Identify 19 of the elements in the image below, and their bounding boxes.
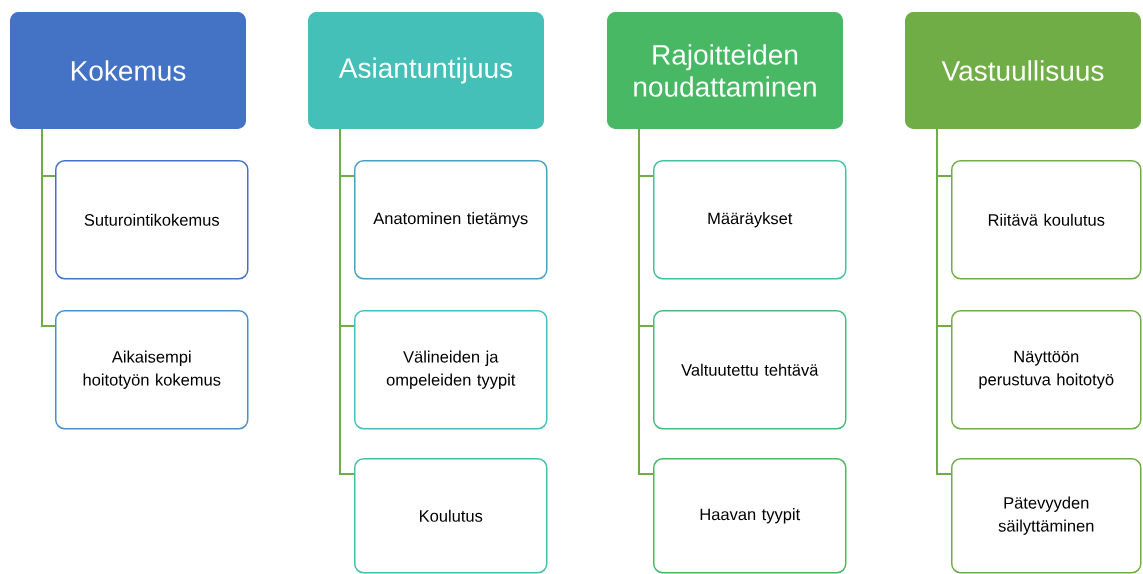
connector-line [339,128,355,475]
item-box: Aikaisempi hoitotyön kokemus [55,310,249,430]
header-box: Rajoitteiden noudattaminen [607,12,843,129]
item-box: Näyttöön perustuva hoitotyö [951,310,1142,430]
item-box: Määräykset [653,160,847,280]
item-box: Koulutus [354,458,548,574]
header-box: Kokemus [10,12,246,129]
header-box: Vastuullisuus [905,12,1141,129]
item-box: Riitävä koulutus [951,160,1142,280]
header-box: Asiantuntijuus [308,12,544,129]
item-box: Suturointikokemus [55,160,249,280]
item-box: Valtuutettu tehtävä [653,310,847,430]
connector-line [41,128,56,327]
item-box: Haavan tyypit [653,458,847,574]
connector-line [638,128,654,475]
item-box: Pätevyyden säilyttäminen [951,458,1142,574]
item-box: Välineiden ja ompeleiden tyypit [354,310,548,430]
connector-line [936,128,952,475]
item-box: Anatominen tietämys [354,160,548,280]
